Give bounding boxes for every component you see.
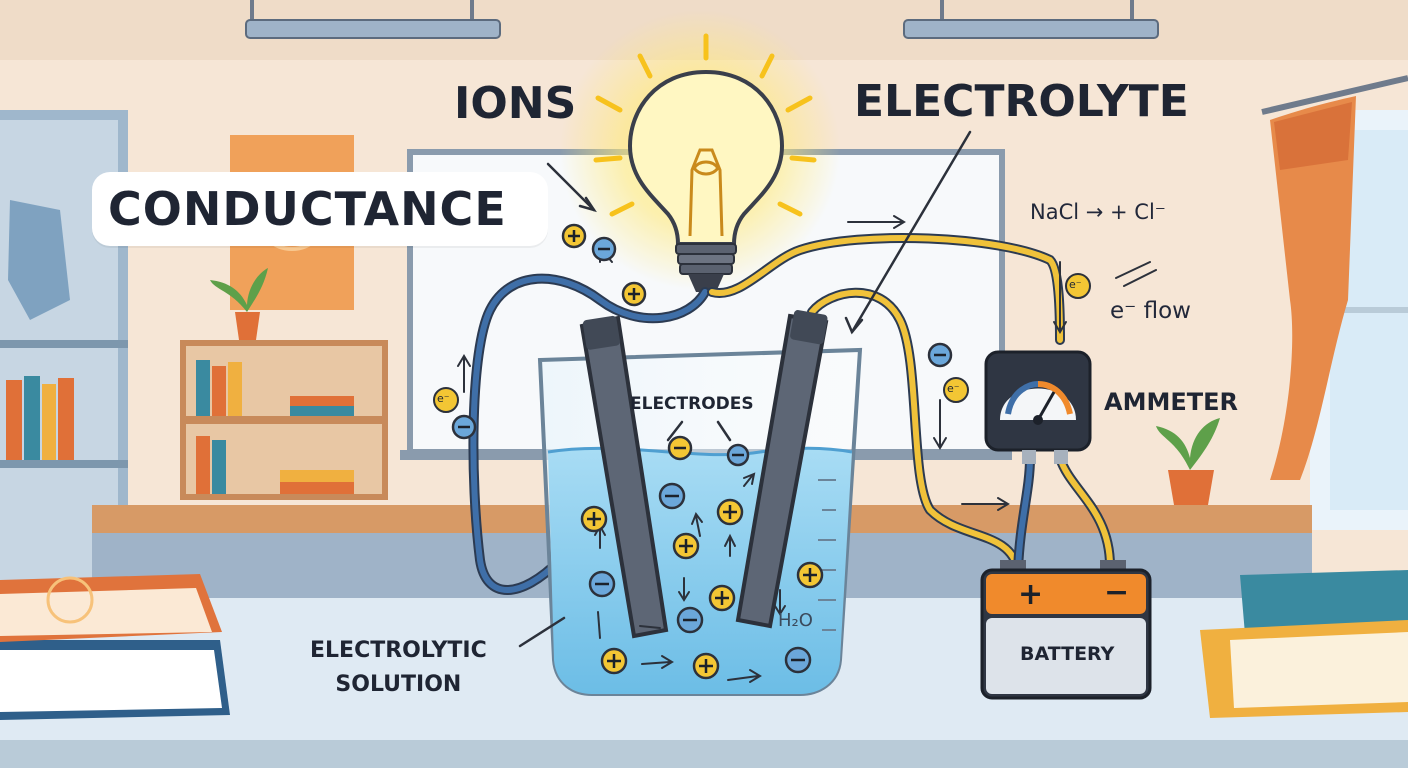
electron-flow-label: e⁻ flow xyxy=(1110,298,1191,324)
book-stack-right xyxy=(1200,570,1408,718)
electron-badges xyxy=(433,273,1091,413)
battery-icon: + − xyxy=(980,560,1152,700)
ceiling-light-right xyxy=(903,0,1159,39)
electron-symbol-right: e⁻ xyxy=(947,382,960,395)
anion-minus-signs xyxy=(458,247,946,662)
water-label: H₂O xyxy=(778,610,813,631)
electrode-right xyxy=(735,310,829,629)
electrolytic-solution-label: ELECTROLYTIC SOLUTION xyxy=(310,634,487,702)
battery-label: BATTERY xyxy=(1020,643,1115,665)
electrolyte-label: ELECTROLYTE xyxy=(854,76,1189,127)
electron-symbol-flow: e⁻ xyxy=(1069,278,1082,291)
electrode-left xyxy=(579,315,669,639)
ions-label: IONS xyxy=(454,78,577,129)
page-title: CONDUCTANCE xyxy=(108,182,507,236)
solution-label-line1: ELECTROLYTIC xyxy=(310,638,487,663)
beaker-icon xyxy=(537,310,863,696)
bulb-rays xyxy=(593,33,817,217)
solution-label-line2: SOLUTION xyxy=(335,672,462,697)
title-pill xyxy=(92,172,548,246)
ammeter-label: AMMETER xyxy=(1104,388,1238,416)
svg-text:+: + xyxy=(1018,577,1043,612)
cation-plus-signs xyxy=(568,230,817,673)
window-right xyxy=(1261,75,1408,530)
electrodes-label: ELECTRODES xyxy=(630,394,754,414)
wires xyxy=(468,232,1115,595)
ceiling-light-left xyxy=(245,0,501,39)
back-shelf xyxy=(180,340,388,500)
plant-right xyxy=(1156,418,1220,505)
formula-label: NaCl → + Cl⁻ xyxy=(1030,200,1166,224)
ammeter-icon xyxy=(984,350,1092,464)
callout-lines xyxy=(518,130,972,648)
svg-text:−: − xyxy=(1104,575,1129,610)
electron-symbol-left: e⁻ xyxy=(437,392,450,405)
book-stack-left xyxy=(0,574,230,720)
plant-left xyxy=(210,268,268,340)
light-bulb-icon xyxy=(627,69,785,292)
